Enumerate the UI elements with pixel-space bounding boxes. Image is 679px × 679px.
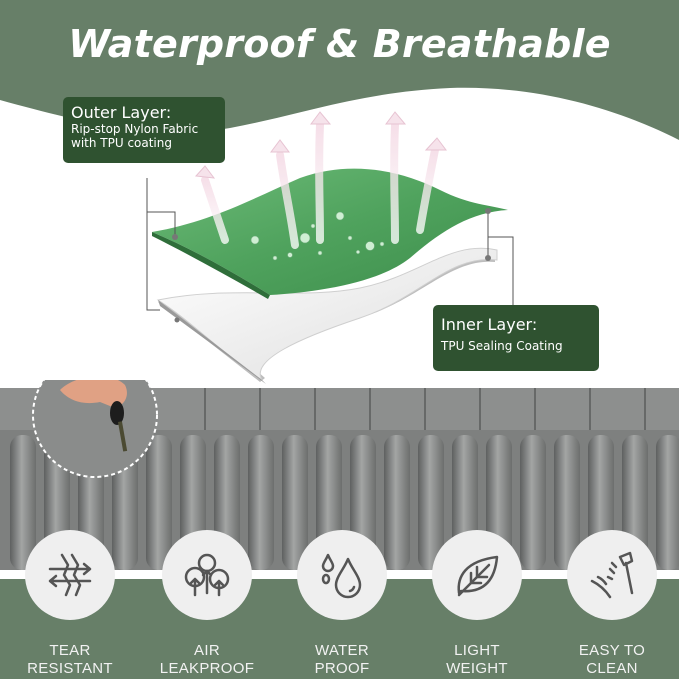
feature-light-weight: LIGHT WEIGHT (422, 530, 532, 678)
sleeping-pad-image (0, 380, 679, 570)
feature-label-line2: PROOF (314, 660, 370, 677)
feature-label-line2: LEAKPROOF (159, 660, 255, 677)
feature-water-proof: WATER PROOF (287, 530, 397, 678)
inner-layer-line1: TPU Sealing Coating (441, 339, 563, 353)
cleaning-brush-icon (590, 551, 634, 599)
feature-label-line1: WATER (315, 642, 369, 659)
leaf-icon (457, 555, 499, 597)
feature-icon-circle (432, 530, 522, 620)
feature-tear-resistant: TEAR RESISTANT (15, 530, 125, 678)
feature-label: AIR LEAKPROOF (152, 642, 262, 678)
page-title: Waterproof & Breathable (68, 22, 611, 66)
feature-icon-circle (297, 530, 387, 620)
water-drop-icon (321, 553, 362, 599)
feature-icon-circle (162, 530, 252, 620)
feature-air-leakproof: AIR LEAKPROOF (152, 530, 262, 678)
feature-label-line2: WEIGHT (446, 660, 508, 677)
feature-label-line1: EASY TO (578, 642, 646, 659)
outer-layer-line1: Rip-stop Nylon Fabric (71, 122, 199, 136)
feature-icon-circle (567, 530, 657, 620)
feature-label-line2: RESISTANT (27, 660, 113, 677)
feature-label: EASY TO CLEAN (557, 642, 667, 678)
feature-label: LIGHT WEIGHT (422, 642, 532, 678)
feature-label-line1: LIGHT (454, 642, 500, 659)
inner-layer-callout: Inner Layer: TPU Sealing Coating (433, 305, 599, 371)
outer-layer-callout: Outer Layer: Rip-stop Nylon Fabric with … (63, 97, 225, 163)
inner-layer-heading: Inner Layer: (441, 315, 538, 334)
outer-layer-line2: with TPU coating (71, 136, 172, 150)
feature-label-line1: TEAR (49, 642, 91, 659)
feature-label: WATER PROOF (287, 642, 397, 678)
outer-layer-heading: Outer Layer: (71, 103, 172, 122)
feature-easy-to-clean: EASY TO CLEAN (557, 530, 667, 678)
air-leakproof-icon (184, 553, 230, 597)
feature-label-line2: CLEAN (586, 660, 638, 677)
tear-resistant-icon (48, 553, 92, 597)
feature-icon-circle (25, 530, 115, 620)
feature-label-line1: AIR (194, 642, 220, 659)
feature-label: TEAR RESISTANT (15, 642, 125, 678)
